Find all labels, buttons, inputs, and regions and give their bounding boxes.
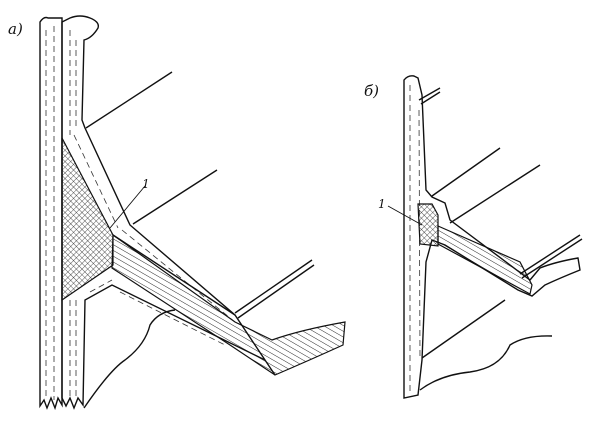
board-line [85,71,173,129]
board-line [132,169,218,225]
panel-b: 1 б) [364,75,583,399]
board-line [431,147,501,197]
wavy-outline [419,335,553,391]
board-line [421,299,506,359]
outer-board [39,16,63,411]
callout-leader [109,185,146,229]
board-line [449,164,541,224]
callout-number: 1 [378,197,386,211]
board-line [234,259,313,314]
panel-label: а) [8,20,23,38]
wavy-outline [83,309,176,409]
panel-label: б) [364,82,379,100]
brace-a [111,233,346,376]
inner-board [61,15,276,410]
callout-leader [387,205,423,226]
callout-number: 1 [142,177,150,191]
gusset-a [61,137,114,302]
panel-a: 1 а) [8,15,346,411]
gusset-b [417,203,439,247]
board-b [403,75,581,399]
brace-b [437,225,533,295]
